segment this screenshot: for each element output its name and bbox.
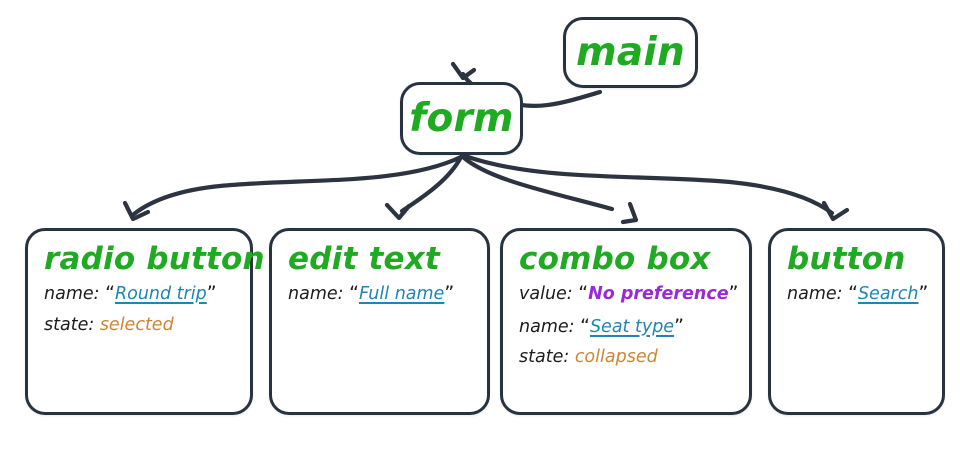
property-key: value: [519,284,573,304]
quote-close: ” [728,282,739,304]
quote-close: ” [674,314,684,337]
quote-open: “ [105,282,115,304]
property-value-name: Full name [358,284,445,304]
property-row-value: value: “No preference” [519,284,749,304]
quote-close: ” [918,282,929,304]
property-key: state: [519,347,570,367]
property-key: state: [44,314,95,335]
node-combo-box-role: combo box [519,241,711,277]
node-combo-box[interactable]: combo box value: “No preference” name: “… [500,228,752,415]
property-key: name: [44,284,100,304]
property-row-name: name: “Search” [787,284,942,304]
node-radio-button[interactable]: radio button name: “Round trip” state: s… [25,228,265,415]
node-edit-text[interactable]: edit text name: “Full name” [269,228,490,415]
node-button-role: button [787,241,906,277]
edge-form-to-edit-text [384,154,464,221]
quote-open: “ [848,282,858,304]
property-value-state: collapsed [574,347,658,367]
node-radio-button-role: radio button [44,241,265,277]
property-key: name: [787,284,843,304]
property-value-state: selected [99,314,174,335]
node-main-role: main [576,30,685,75]
property-row-name: name: “Full name” [288,284,487,304]
property-value-name: Seat type [589,316,675,337]
property-key: name: [519,316,575,337]
property-row-state: state: selected [44,314,250,335]
property-value-name: Search [857,284,919,304]
property-row-name: name: “Seat type” [519,314,749,337]
edge-form-to-button [462,153,850,222]
node-main[interactable]: main [563,17,698,88]
edge-form-to-radio-button [122,154,464,222]
quote-close: ” [206,282,217,304]
node-button[interactable]: button name: “Search” [768,228,945,415]
node-edit-text-role: edit text [288,241,440,277]
property-row-name: name: “Round trip” [44,284,250,304]
property-row-state: state: collapsed [519,347,749,367]
quote-close: ” [444,282,455,304]
quote-open: “ [580,314,590,337]
node-form[interactable]: form [400,82,523,155]
property-value-value: No preference [588,284,729,304]
property-key: name: [288,284,344,304]
node-form-role: form [409,96,514,141]
property-value-name: Round trip [114,284,207,304]
edge-form-to-combo-box [460,154,639,225]
quote-open: “ [349,282,359,304]
quote-open: “ [578,282,589,304]
